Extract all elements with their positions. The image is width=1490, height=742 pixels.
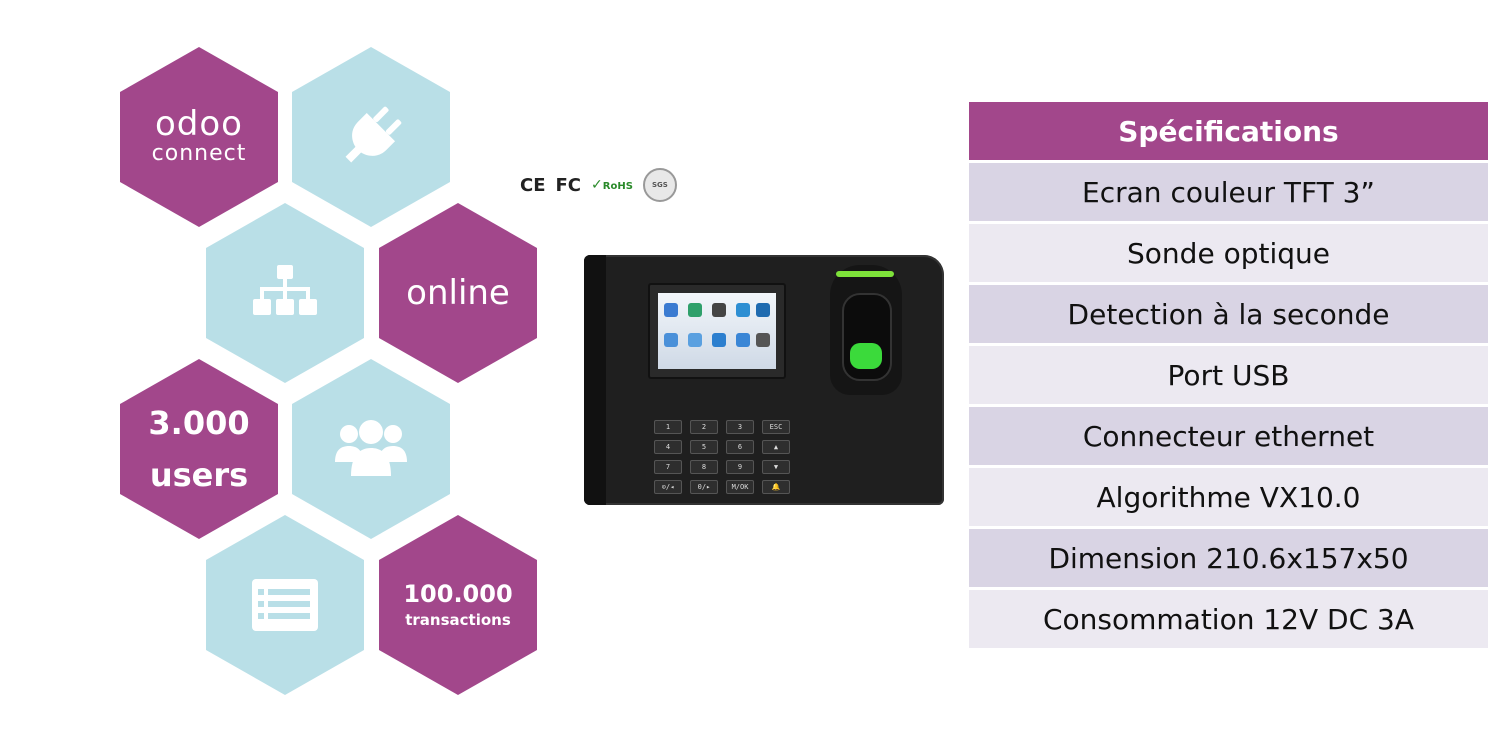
fingerprint-led [836, 271, 894, 277]
screen-app-icon [664, 333, 678, 347]
users-hex: 3.000 users [120, 359, 278, 539]
rohs-text: RoHS [602, 181, 633, 192]
keypad-key: 0/▸ [690, 480, 718, 494]
keypad-key: ▲ [762, 440, 790, 454]
users-group-hex [292, 359, 450, 539]
keypad-key: 1 [654, 420, 682, 434]
network-icon [253, 265, 317, 315]
screen-app-icon [664, 303, 678, 317]
device-keypad: 1 2 3 ESC 4 5 6 ▲ 7 8 9 ▼ ⊙/◂ 0/▸ M/OK 🔔 [654, 420, 790, 494]
keypad-key: ⊙/◂ [654, 480, 682, 494]
keypad-key: 🔔 [762, 480, 790, 494]
screen-app-icon [688, 303, 702, 317]
plug-icon [345, 106, 402, 163]
spec-row: Sonde optique [969, 224, 1488, 285]
connect-logo-text: connect [151, 141, 247, 166]
fingerprint-sensor [842, 293, 892, 381]
screen-app-icon [712, 303, 726, 317]
screen-app-icon [736, 303, 750, 317]
keypad-key: M/OK [726, 480, 754, 494]
fingerprint-glow [850, 343, 882, 369]
spec-row: Consommation 12V DC 3A [969, 590, 1488, 651]
screen-app-icon [712, 333, 726, 347]
online-label: online [406, 273, 510, 313]
keypad-key: 6 [726, 440, 754, 454]
keypad-key: 7 [654, 460, 682, 474]
specifications-header: Spécifications [969, 102, 1488, 163]
odoo-connect-logo-hex: odoo connect [120, 47, 278, 227]
keypad-key: 9 [726, 460, 754, 474]
spec-row: Port USB [969, 346, 1488, 407]
device-screen-display [658, 293, 776, 369]
device-left-edge [584, 255, 606, 505]
keypad-key: 4 [654, 440, 682, 454]
sgs-text: SGS [652, 181, 668, 189]
time-attendance-device: 1 2 3 ESC 4 5 6 ▲ 7 8 9 ▼ ⊙/◂ 0/▸ M/OK 🔔 [584, 255, 944, 505]
plug-hex [292, 47, 450, 227]
certification-logos: CE FC ✓RoHS SGS [520, 168, 677, 202]
list-icon [252, 579, 318, 631]
online-hex: online [379, 203, 537, 383]
keypad-key: ESC [762, 420, 790, 434]
screen-app-icon [756, 333, 770, 347]
screen-app-icon [688, 333, 702, 347]
users-group-icon [335, 420, 407, 476]
spec-row: Detection à la seconde [969, 285, 1488, 346]
device-screen [648, 283, 786, 379]
users-label: users [149, 456, 249, 494]
keypad-key: ▼ [762, 460, 790, 474]
sgs-mark: SGS [642, 168, 677, 202]
specifications-table: Spécifications Ecran couleur TFT 3” Sond… [969, 102, 1488, 651]
transactions-hex: 100.000 transactions [379, 515, 537, 695]
keypad-key: 2 [690, 420, 718, 434]
odoo-logo-text: odoo [155, 104, 243, 144]
network-hex [206, 203, 364, 383]
rohs-mark: ✓RoHS [591, 177, 633, 193]
ce-mark: CE [520, 174, 546, 196]
spec-row: Connecteur ethernet [969, 407, 1488, 468]
keypad-key: 8 [690, 460, 718, 474]
users-count: 3.000 [148, 404, 250, 442]
spec-row: Dimension 210.6x157x50 [969, 529, 1488, 590]
screen-app-icon [736, 333, 750, 347]
fcc-mark: FC [555, 174, 582, 196]
transactions-label: transactions [405, 611, 511, 629]
spec-row: Ecran couleur TFT 3” [969, 163, 1488, 224]
fingerprint-reader [830, 265, 902, 395]
keypad-key: 5 [690, 440, 718, 454]
spec-row: Algorithme VX10.0 [969, 468, 1488, 529]
keypad-key: 3 [726, 420, 754, 434]
screen-app-icon [756, 303, 770, 317]
list-hex [206, 515, 364, 695]
transactions-count: 100.000 [403, 580, 513, 608]
